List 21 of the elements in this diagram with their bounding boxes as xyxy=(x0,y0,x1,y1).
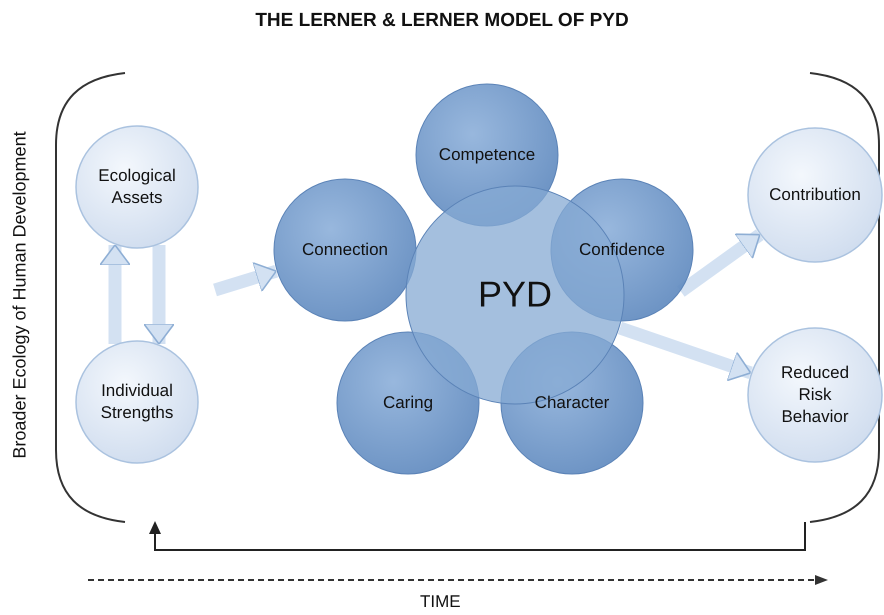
circle xyxy=(747,127,883,263)
circle xyxy=(75,340,199,464)
circle xyxy=(747,327,883,463)
title: THE LERNER & LERNER MODEL OF PYD xyxy=(254,10,630,32)
time-label: TIME xyxy=(420,592,461,612)
node-label: Reduced Risk Behavior xyxy=(780,362,850,428)
circle xyxy=(273,178,417,322)
node-label: Individual Strengths xyxy=(100,380,174,424)
node-label: Connection xyxy=(300,238,389,261)
node-label: Competence xyxy=(438,144,536,166)
block-arrow xyxy=(618,322,753,380)
block-arrow xyxy=(213,264,278,296)
node-label: Contribution xyxy=(768,184,862,206)
node-label: PYD xyxy=(476,272,554,317)
circle xyxy=(75,125,199,249)
side-label: Broader Ecology of Human Development xyxy=(10,131,30,459)
node-label: Character xyxy=(534,392,610,414)
node-label: Caring xyxy=(382,392,434,414)
node-label: Ecological Assets xyxy=(97,164,177,209)
circle xyxy=(336,331,480,475)
node-label: Confidence xyxy=(578,238,666,261)
